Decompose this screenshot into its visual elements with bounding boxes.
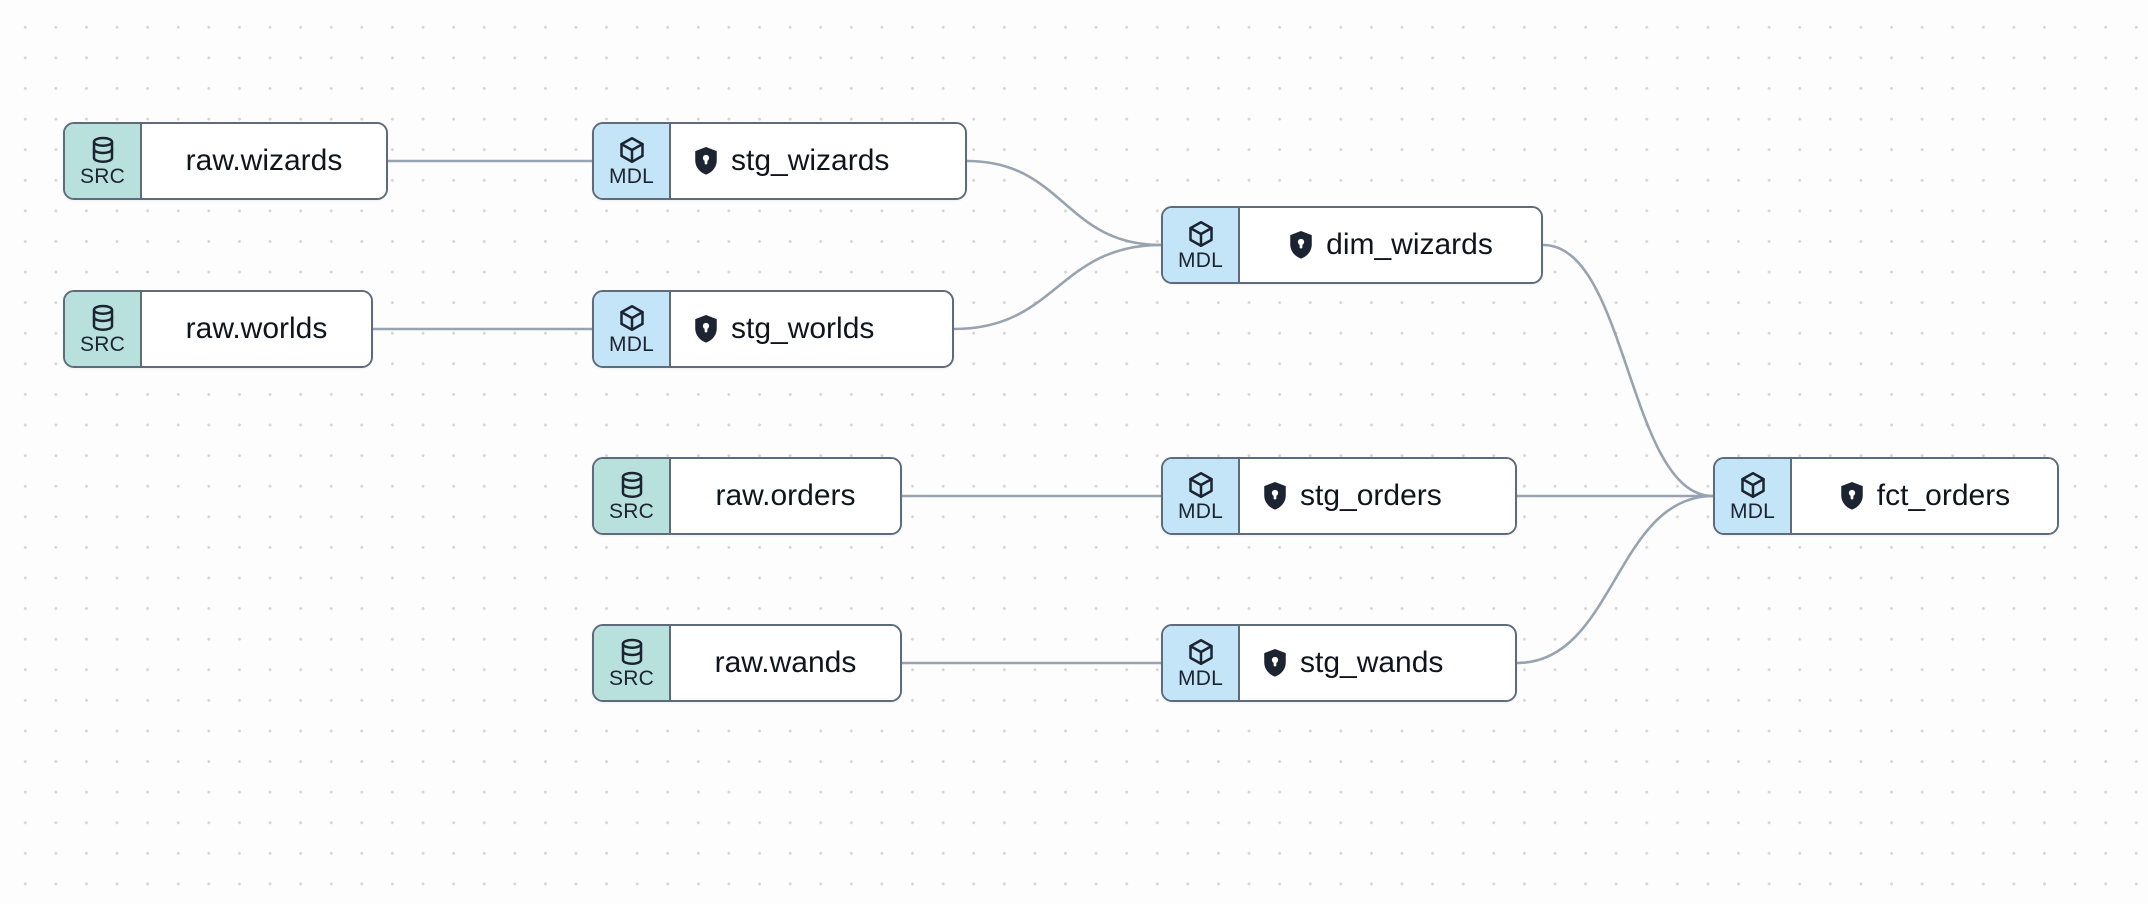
node-badge-label: SRC: [609, 667, 654, 690]
database-icon: [88, 135, 118, 165]
node-body: stg_orders: [1240, 459, 1515, 533]
database-icon: [617, 470, 647, 500]
node-raw-wands[interactable]: SRC raw.wands: [592, 624, 902, 702]
node-body: raw.orders: [671, 459, 900, 533]
database-icon: [88, 303, 118, 333]
node-label: stg_wands: [1300, 646, 1444, 679]
node-label: raw.wands: [714, 646, 857, 679]
cube-icon: [1186, 219, 1216, 249]
node-badge-label: SRC: [609, 500, 654, 523]
node-dim-wizards[interactable]: MDL dim_wizards: [1161, 206, 1543, 284]
node-badge-mdl: MDL: [1715, 459, 1792, 533]
shield-lock-icon: [693, 314, 719, 344]
database-icon: [617, 637, 647, 667]
node-badge-label: MDL: [1178, 500, 1223, 523]
shield-lock-icon: [1262, 481, 1288, 511]
shield-lock-icon: [693, 146, 719, 176]
node-raw-worlds[interactable]: SRC raw.worlds: [63, 290, 373, 368]
edge-stg-wands-to-fct-orders: [1515, 494, 1715, 665]
shield-lock-icon: [1262, 648, 1288, 678]
node-raw-orders[interactable]: SRC raw.orders: [592, 457, 902, 535]
node-body: dim_wizards: [1240, 208, 1541, 282]
cube-icon: [617, 135, 647, 165]
node-badge-label: MDL: [609, 165, 654, 188]
node-body: stg_wizards: [671, 124, 965, 198]
node-label: raw.worlds: [185, 312, 328, 345]
node-stg-wands[interactable]: MDL stg_wands: [1161, 624, 1517, 702]
node-stg-wizards[interactable]: MDL stg_wizards: [592, 122, 967, 200]
node-label: stg_worlds: [731, 312, 875, 345]
node-badge-src: SRC: [65, 292, 142, 366]
node-label: raw.wizards: [185, 144, 343, 177]
node-fct-orders[interactable]: MDL fct_orders: [1713, 457, 2059, 535]
cube-icon: [1186, 470, 1216, 500]
node-label: dim_wizards: [1326, 228, 1493, 261]
cube-icon: [617, 303, 647, 333]
node-body: fct_orders: [1792, 459, 2057, 533]
node-stg-worlds[interactable]: MDL stg_worlds: [592, 290, 954, 368]
node-body: raw.wands: [671, 626, 900, 700]
node-badge-label: MDL: [1178, 667, 1223, 690]
node-badge-mdl: MDL: [1163, 626, 1240, 700]
edge-stg-worlds-to-dim-wizards: [952, 243, 1163, 331]
node-badge-label: MDL: [1178, 249, 1223, 272]
node-label: fct_orders: [1876, 479, 2011, 512]
node-body: stg_worlds: [671, 292, 952, 366]
node-label: stg_orders: [1300, 479, 1442, 512]
node-label: raw.orders: [715, 479, 856, 512]
node-label: stg_wizards: [731, 144, 890, 177]
node-badge-label: MDL: [1730, 500, 1775, 523]
node-badge-src: SRC: [594, 459, 671, 533]
node-raw-wizards[interactable]: SRC raw.wizards: [63, 122, 388, 200]
node-badge-mdl: MDL: [594, 124, 671, 198]
node-badge-label: MDL: [609, 333, 654, 356]
node-stg-orders[interactable]: MDL stg_orders: [1161, 457, 1517, 535]
node-body: raw.wizards: [142, 124, 386, 198]
node-body: raw.worlds: [142, 292, 371, 366]
edge-stg-wizards-to-dim-wizards: [965, 159, 1163, 247]
shield-lock-icon: [1839, 481, 1865, 511]
node-badge-label: SRC: [80, 333, 125, 356]
node-badge-label: SRC: [80, 165, 125, 188]
cube-icon: [1186, 637, 1216, 667]
node-badge-mdl: MDL: [1163, 459, 1240, 533]
shield-lock-icon: [1288, 230, 1314, 260]
node-badge-mdl: MDL: [1163, 208, 1240, 282]
node-badge-mdl: MDL: [594, 292, 671, 366]
edge-dim-wizards-to-fct-orders: [1541, 243, 1715, 498]
node-body: stg_wands: [1240, 626, 1515, 700]
node-badge-src: SRC: [594, 626, 671, 700]
cube-icon: [1738, 470, 1768, 500]
node-badge-src: SRC: [65, 124, 142, 198]
